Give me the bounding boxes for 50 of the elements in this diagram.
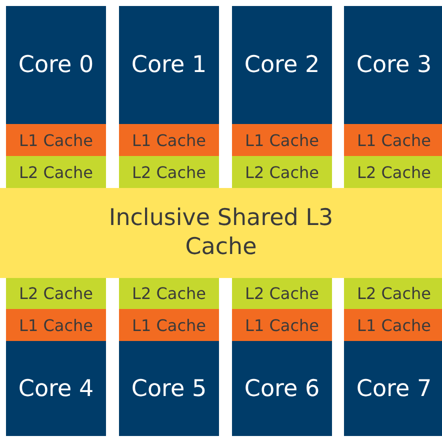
- core-block: [119, 341, 219, 436]
- cache-label: L1 Cache: [245, 130, 319, 150]
- core-label: Core 2: [244, 52, 320, 78]
- l2-cache-block: [6, 278, 106, 309]
- cache-label: L1 Cache: [357, 130, 431, 150]
- cache-label: Inclusive Shared L3 Cache: [108, 204, 334, 262]
- cache-label: L1 Cache: [357, 316, 431, 334]
- l2-cache-block: [119, 278, 219, 309]
- core-label: Core 0: [18, 52, 94, 78]
- core-block: [344, 341, 442, 436]
- l1-cache-block: [232, 124, 332, 156]
- cache-label: L1 Cache: [132, 130, 206, 150]
- l2-cache-block: [344, 278, 442, 309]
- l2-cache-block: [119, 156, 219, 188]
- core-block: [344, 6, 442, 124]
- l3-cache-band: [0, 188, 442, 278]
- core-label: Core 6: [244, 376, 320, 402]
- cache-label: L2 Cache: [19, 162, 93, 182]
- core-label: Core 4: [18, 376, 94, 402]
- core-label: Core 3: [356, 52, 432, 78]
- cache-label: L1 Cache: [19, 316, 93, 334]
- cache-label: L2 Cache: [357, 284, 431, 303]
- cache-label: L2 Cache: [245, 284, 319, 303]
- l2-cache-block: [6, 156, 106, 188]
- l1-cache-block: [119, 309, 219, 341]
- l1-cache-block: [344, 124, 442, 156]
- core-label: Core 5: [131, 376, 207, 402]
- l1-cache-block: [344, 309, 442, 341]
- l2-cache-block: [232, 278, 332, 309]
- l1-cache-block: [119, 124, 219, 156]
- cache-label: L1 Cache: [19, 130, 93, 150]
- core-block: [119, 6, 219, 124]
- cache-label: L2 Cache: [19, 284, 93, 303]
- core-block: [232, 6, 332, 124]
- core-block: [232, 341, 332, 436]
- core-block: [6, 341, 106, 436]
- l1-cache-block: [232, 309, 332, 341]
- core-label: Core 1: [131, 52, 207, 78]
- cache-label: L2 Cache: [245, 162, 319, 182]
- core-label: Core 7: [356, 376, 432, 402]
- l1-cache-block: [6, 124, 106, 156]
- cache-label: L2 Cache: [132, 284, 206, 303]
- cache-label: L1 Cache: [245, 316, 319, 334]
- cache-label: L2 Cache: [357, 162, 431, 182]
- l1-cache-block: [6, 309, 106, 341]
- l2-cache-block: [232, 156, 332, 188]
- l2-cache-block: [344, 156, 442, 188]
- cache-label: L2 Cache: [132, 162, 206, 182]
- core-block: [6, 6, 106, 124]
- cache-label: L1 Cache: [132, 316, 206, 334]
